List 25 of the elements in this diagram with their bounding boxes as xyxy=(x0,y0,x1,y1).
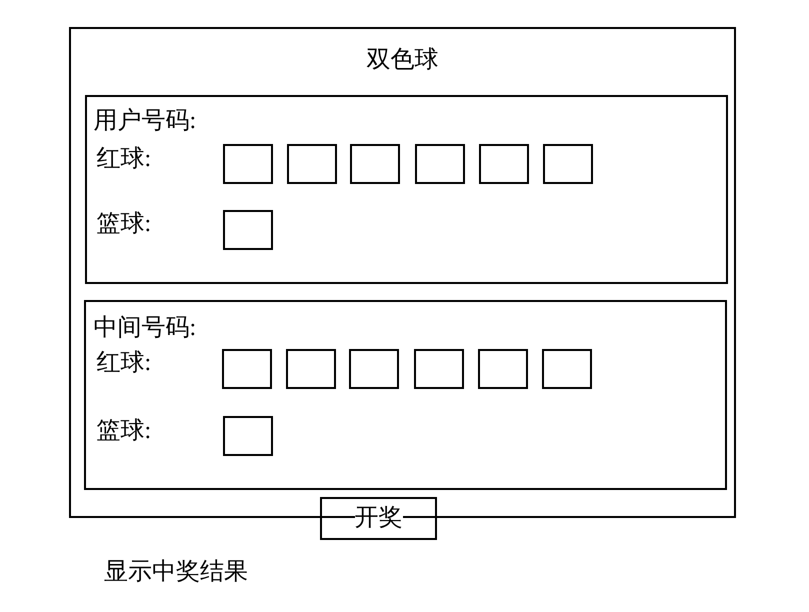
section-panel xyxy=(85,95,728,284)
section-heading: 用户号码: xyxy=(94,106,196,134)
field-label: 篮球: xyxy=(96,210,152,238)
number-box xyxy=(286,349,336,389)
number-box xyxy=(478,349,528,389)
number-box xyxy=(223,144,273,184)
number-box xyxy=(415,144,465,184)
field-label: 篮球: xyxy=(96,416,152,444)
number-box xyxy=(414,349,464,389)
number-box xyxy=(223,210,273,250)
field-label: 红球: xyxy=(96,348,152,376)
number-box xyxy=(222,349,272,389)
number-box xyxy=(479,144,529,184)
number-box xyxy=(287,144,337,184)
number-box xyxy=(223,416,273,456)
number-box xyxy=(349,349,399,389)
section-panel xyxy=(84,300,727,490)
result-text: 显示中奖结果 xyxy=(104,558,248,586)
draw-button: 开奖 xyxy=(320,497,437,540)
number-box xyxy=(542,349,592,389)
card-title: 双色球 xyxy=(366,46,440,74)
number-box xyxy=(543,144,593,184)
number-box xyxy=(350,144,400,184)
field-label: 红球: xyxy=(96,144,152,172)
section-heading: 中间号码: xyxy=(94,314,196,342)
